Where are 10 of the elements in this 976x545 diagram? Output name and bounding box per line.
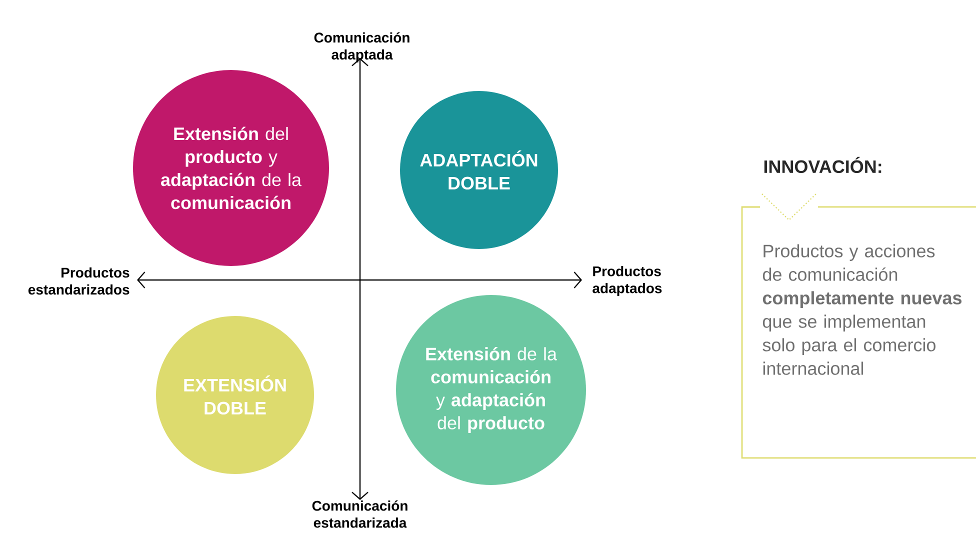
circle-node: Extensión del producto y adaptación de la comunicación (133, 70, 329, 266)
axis-label: Comunicación adaptada (314, 32, 410, 62)
circle-node: EXTENSIÓN DOBLE (156, 316, 314, 474)
box-heading: INNOVACIÓN: (764, 156, 882, 174)
circle-node: Extensión de la comunicación y adaptación del producto (396, 295, 586, 485)
axis-label: Productos estandarizados (28, 267, 130, 295)
callout-box: Productos y acciones de comunicación completamente nuevas que se implementan solo para el comercio internacional (741, 194, 976, 459)
axis-label: Comunicación estandarizada (312, 500, 408, 528)
circle-node: ADAPTACIÓN DOBLE (400, 91, 558, 249)
axis-label: Productos adaptados (592, 266, 662, 296)
